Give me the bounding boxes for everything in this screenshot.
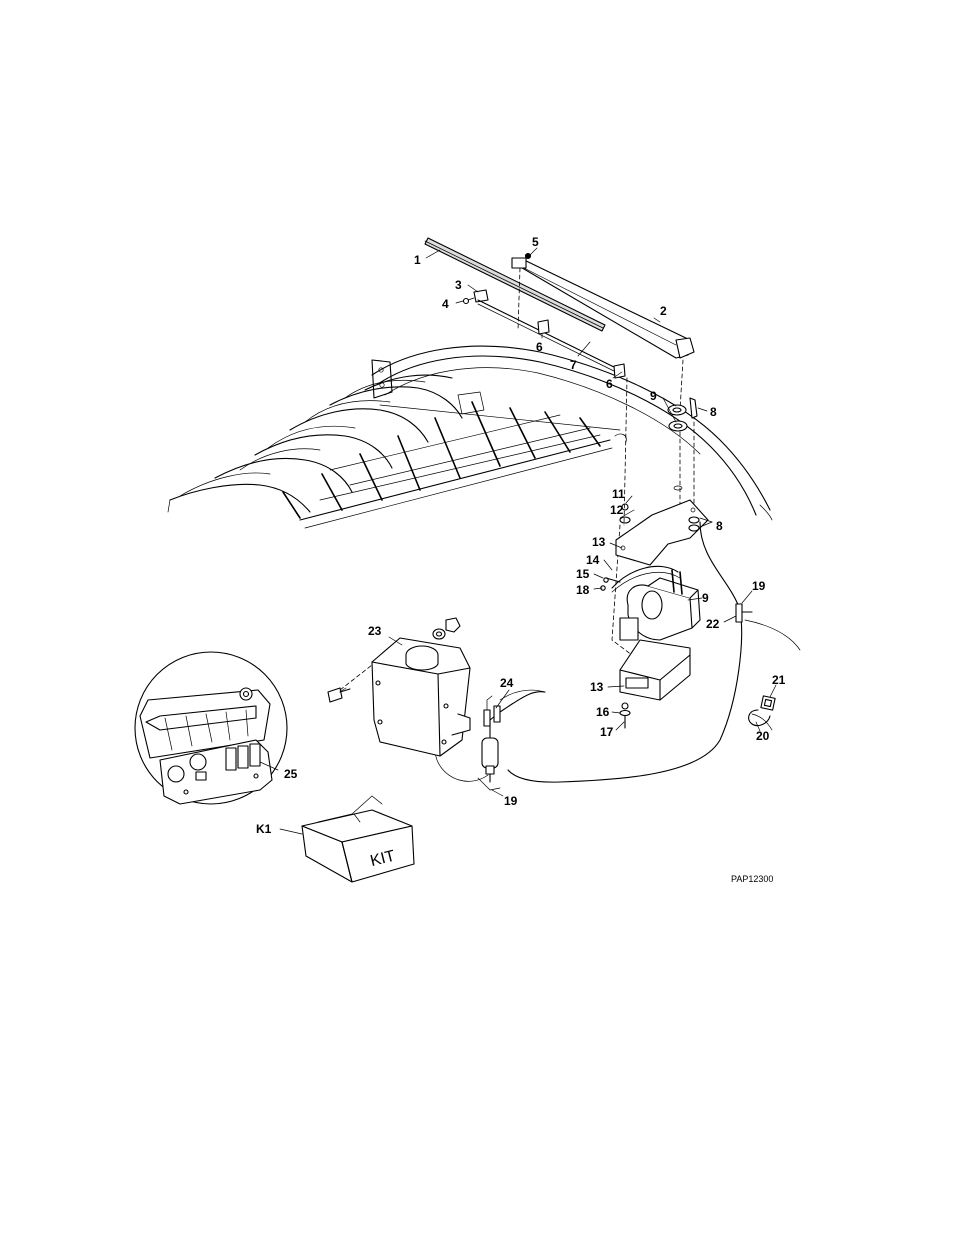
switch-panel-detail [135,652,287,804]
washer-pump [482,692,545,782]
callout-20: 20 [756,729,770,743]
callout-labels: 1 5 3 4 2 6 7 6 9 8 11 12 8 13 14 15 18 … [256,235,786,884]
callout-9-upper: 9 [650,389,657,403]
callout-1: 1 [414,253,421,267]
hose-clip [749,696,775,730]
cab-roof [168,346,772,528]
callout-4: 4 [442,297,449,311]
kit-box: KIT [302,796,414,882]
callout-17: 17 [600,725,614,739]
callout-5: 5 [532,235,539,249]
callout-8-upper: 8 [710,405,717,419]
callout-23: 23 [368,624,382,638]
callout-13-lower: 13 [590,680,604,694]
wiper-blade [425,238,605,331]
callout-k1: K1 [256,822,272,836]
callout-11: 11 [612,487,625,501]
callout-24: 24 [500,676,514,690]
callout-7: 7 [570,358,577,372]
callout-12: 12 [610,503,624,517]
callout-8-lower: 8 [716,519,723,533]
callout-6-upper: 6 [536,340,543,354]
hose-tee [736,604,752,622]
callout-2: 2 [660,304,667,318]
callout-15: 15 [576,567,590,581]
lower-bracket [620,640,690,728]
leader-lines [260,248,776,834]
link-rod [478,300,625,378]
wiper-motor [601,566,700,640]
callout-3: 3 [455,278,462,292]
grommets-top [668,398,697,490]
callout-16: 16 [596,705,610,719]
mounting-plate [616,500,708,565]
callout-14: 14 [586,553,600,567]
washer-reservoir [328,618,470,756]
assembly-lines [330,268,694,698]
callout-21: 21 [772,673,786,687]
callout-6-lower: 6 [606,377,613,391]
callout-18: 18 [576,583,590,597]
callout-19-lower: 19 [504,794,518,808]
wiper-clip-screw [464,290,489,304]
callout-9-lower: 9 [702,591,709,605]
callout-13-upper: 13 [592,535,606,549]
drawing-code: PAP12300 [731,874,773,884]
callout-19-right: 19 [752,579,766,593]
callout-25: 25 [284,767,298,781]
callout-22: 22 [706,617,720,631]
